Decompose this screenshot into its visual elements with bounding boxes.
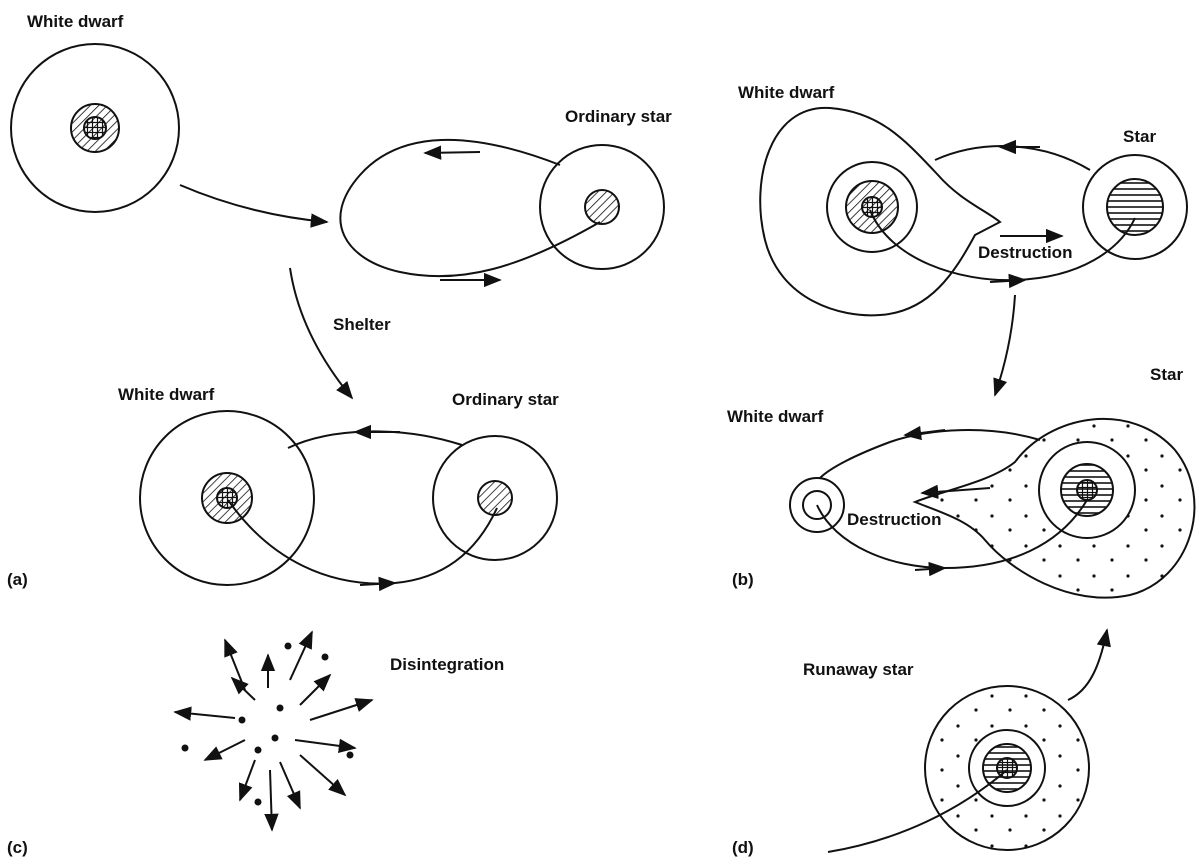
- panel-b: [760, 108, 1194, 598]
- label-runaway-star: Runaway star: [803, 660, 914, 679]
- arrow-b-down: [995, 295, 1015, 395]
- orbit-a-bottom: [288, 431, 462, 448]
- star-b-bottom: [915, 419, 1194, 598]
- arrow-dwarf-to-orbit: [180, 185, 327, 222]
- runaway-star: [925, 686, 1089, 850]
- white-dwarf-a-top: [11, 44, 179, 212]
- label-white-dwarf-b-top: White dwarf: [738, 83, 835, 102]
- orbit-arrow-a-top-1: [425, 152, 480, 153]
- ordinary-star-a-top: [540, 145, 664, 269]
- label-star-b-bottom: Star: [1150, 365, 1183, 384]
- panel-label-d: (d): [732, 838, 754, 857]
- label-disintegration: Disintegration: [390, 655, 504, 674]
- panel-c-explosion: [175, 632, 372, 830]
- label-destruction-b-bottom: Destruction: [847, 510, 941, 529]
- runaway-trajectory-out: [1068, 630, 1107, 700]
- label-ordinary-star-a-top: Ordinary star: [565, 107, 672, 126]
- label-white-dwarf-b-bottom: White dwarf: [727, 407, 824, 426]
- label-white-dwarf-a-bottom: White dwarf: [118, 385, 215, 404]
- panel-label-a: (a): [7, 570, 28, 589]
- ordinary-star-a-bottom: [433, 436, 557, 560]
- white-dwarf-a-bottom: [140, 411, 314, 585]
- panel-label-c: (c): [7, 838, 28, 857]
- label-shelter: Shelter: [333, 315, 391, 334]
- label-white-dwarf-a-top: White dwarf: [27, 12, 124, 31]
- white-dwarf-b-top: [760, 108, 1000, 315]
- label-ordinary-star-a-bottom: Ordinary star: [452, 390, 559, 409]
- explosion-arrows: [175, 632, 372, 830]
- orbit-a-bottom-lower: [228, 500, 497, 584]
- orbit-arrow-b-bottom-2: [915, 568, 945, 570]
- label-destruction-b-top: Destruction: [978, 243, 1072, 262]
- panel-label-b: (b): [732, 570, 754, 589]
- label-star-b-top: Star: [1123, 127, 1156, 146]
- orbit-b-top-upper: [935, 146, 1090, 170]
- star-b-top: [1083, 155, 1187, 259]
